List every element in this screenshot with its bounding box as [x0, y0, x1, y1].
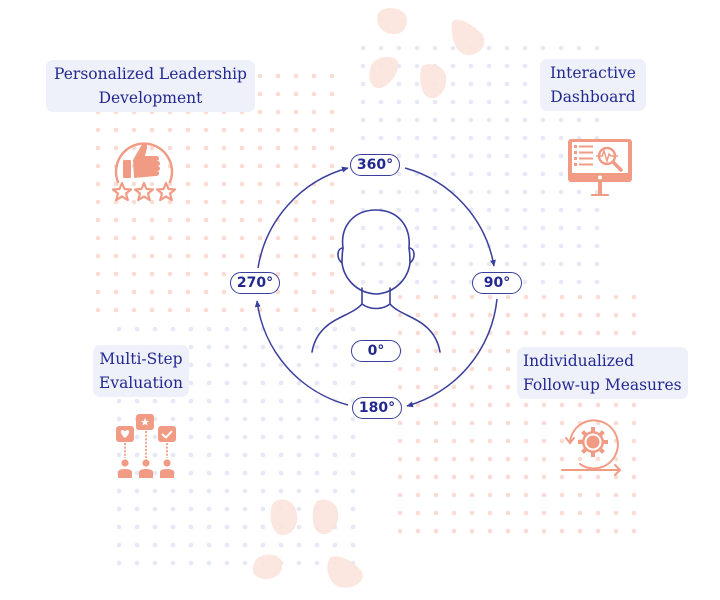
gear-cycle-icon [561, 419, 622, 476]
person-head-shoulders-icon [311, 209, 441, 353]
decorative-blobs [252, 8, 485, 588]
arc-90-to-180 [406, 298, 498, 408]
feature-label-follow-up-measures: Individualized Follow-up Measures [517, 347, 688, 399]
thumbs-up-stars-icon [111, 142, 177, 202]
degree-pill-90: 90° [472, 272, 522, 294]
feature-label-personalized-leadership: Personalized Leadership Development [46, 60, 255, 112]
feature-label-line: Dashboard [550, 88, 636, 106]
feature-label-line: Interactive [550, 64, 636, 82]
arc-270-to-360 [257, 166, 349, 269]
degree-pill-0: 0° [351, 340, 401, 362]
degree-pill-270: 270° [230, 272, 280, 294]
feature-label-line: Follow-up Measures [523, 376, 682, 394]
arc-180-to-270 [254, 300, 349, 406]
feature-label-line: Individualized [523, 352, 635, 370]
monitor-analytics-icon [568, 139, 632, 196]
feature-label-line: Multi-Step [99, 350, 183, 368]
feature-label-line: Personalized Leadership [54, 65, 247, 83]
feature-label-interactive-dashboard: Interactive Dashboard [540, 59, 646, 111]
arc-360-to-90 [404, 167, 496, 267]
degree-pill-180: 180° [352, 397, 402, 419]
feature-label-line: Evaluation [99, 374, 183, 392]
feature-label-multi-step-evaluation: Multi-Step Evaluation [93, 345, 189, 397]
degree-pill-360: 360° [350, 154, 400, 176]
feature-label-line: Development [98, 89, 203, 107]
people-feedback-icon [116, 414, 176, 478]
